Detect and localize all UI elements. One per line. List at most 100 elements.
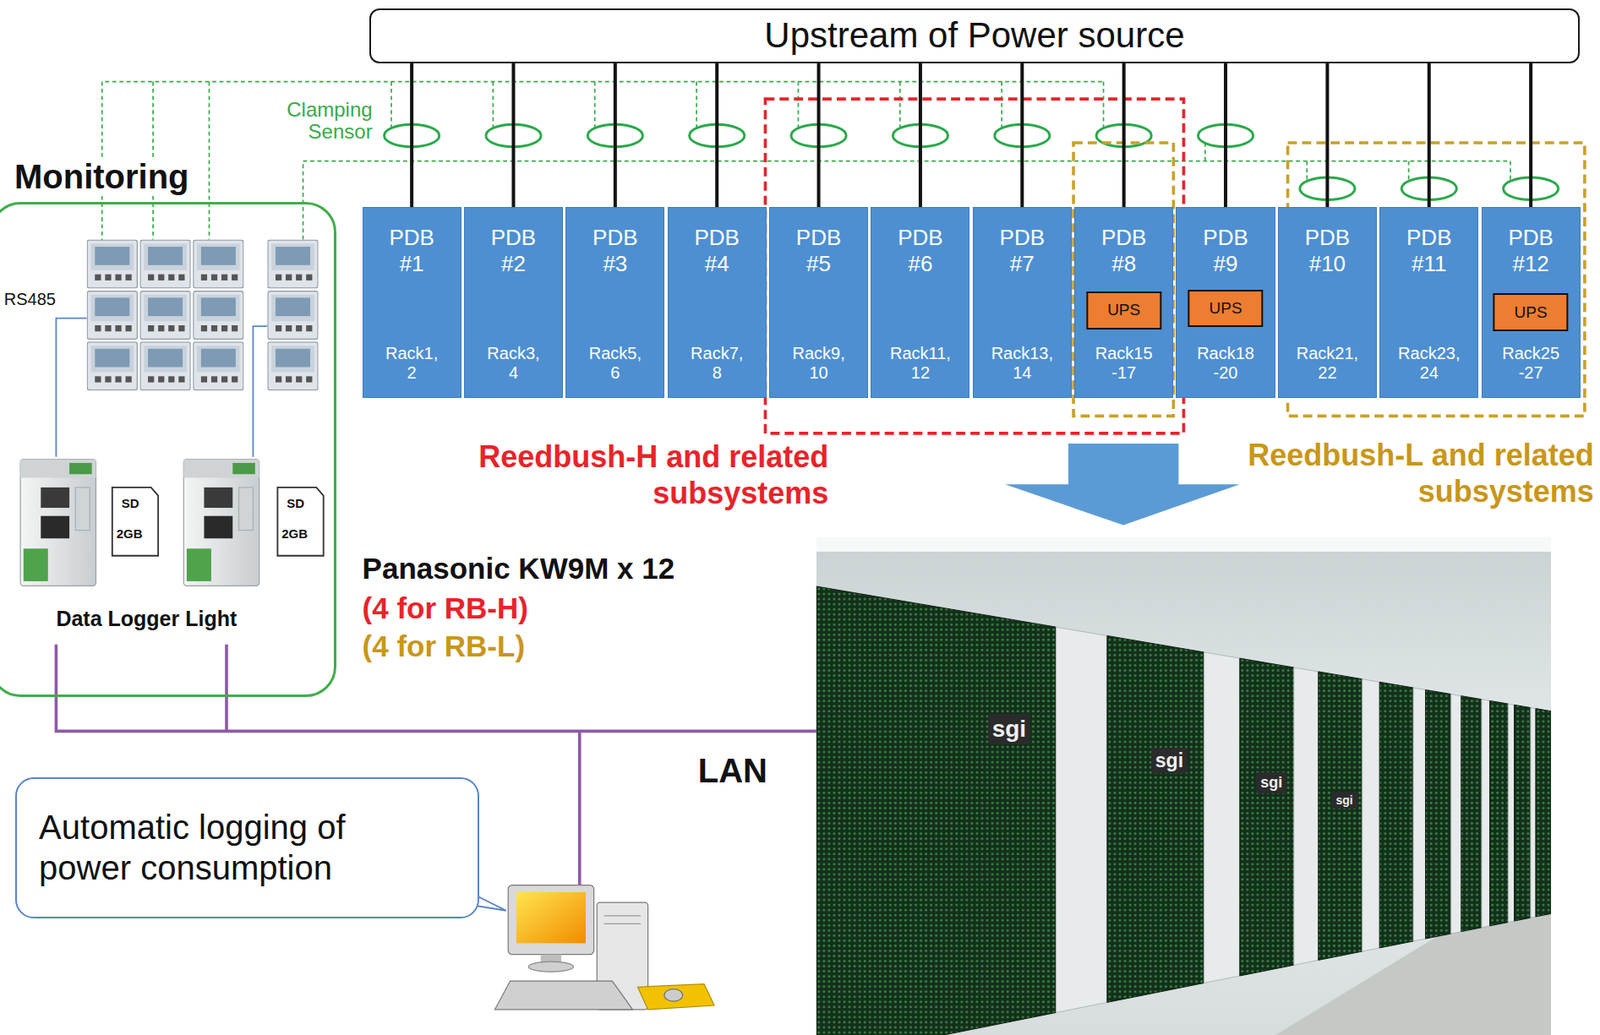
pdb-box: PDB #8Rack15 -17UPS — [1074, 207, 1174, 399]
power-meter-icon — [193, 342, 244, 391]
label-holder: (4 for RB-H) — [362, 591, 529, 626]
label-holder: Reedbush-H and related subsystems — [456, 438, 829, 512]
power-meter-icon — [267, 342, 318, 391]
computer-keyboard — [495, 981, 634, 1011]
rack-label: Rack21, 22 — [1296, 344, 1359, 383]
ups-box: UPS — [1492, 293, 1568, 332]
pdb-box: PDB #4 Rack7, 8 — [667, 207, 767, 399]
rack-label: Rack3, 4 — [486, 344, 540, 383]
rack-divider — [1530, 708, 1536, 919]
power-meter-icon — [267, 240, 318, 289]
pdb-label: PDB #9 — [1202, 224, 1248, 278]
rack-label: Rack11, 12 — [890, 344, 951, 383]
power-feed-line — [409, 63, 414, 208]
power-feed-line — [1122, 63, 1126, 208]
region-label: Reedbush-L and related subsystems — [1222, 436, 1595, 510]
rack-logo: sgi — [1331, 791, 1357, 809]
region-label: Reedbush-H and related subsystems — [456, 438, 829, 512]
rb-h-region — [764, 98, 1184, 434]
ups-label: UPS — [1514, 303, 1548, 323]
label-holder: sgi — [988, 714, 1031, 745]
rack-divider — [1204, 652, 1240, 984]
label-holder: (4 for RB-L) — [362, 629, 525, 664]
rack-row — [816, 586, 1551, 1035]
label-holder: 2GB — [116, 526, 143, 542]
power-feed-line — [817, 63, 821, 208]
rack-label: Rack15 -17 — [1095, 344, 1153, 383]
rack-label: Rack9, 10 — [791, 344, 845, 383]
photo-ceiling-light — [816, 537, 1551, 552]
device-count-note: (4 for RB-L) — [362, 629, 525, 664]
power-meter-icon — [87, 240, 318, 390]
rack-label: Rack23, 24 — [1397, 344, 1460, 383]
sensor-label: Clamping Sensor — [267, 98, 372, 144]
sd-card-text: SD — [286, 496, 305, 511]
power-feed-line — [1529, 63, 1533, 208]
device-count-label: Panasonic KW9M x 12 — [362, 551, 676, 586]
ups-box: UPS — [1086, 291, 1162, 330]
ups-label: UPS — [1208, 299, 1242, 318]
pdb-label: PDB #2 — [491, 224, 536, 278]
power-feed-line — [715, 63, 719, 208]
rack-divider — [1413, 688, 1426, 942]
power-meter-icon — [193, 240, 244, 289]
rack-mesh-panel — [1379, 682, 1414, 949]
rack-mesh-panel — [1318, 671, 1363, 962]
pdb-box: PDB #7 Rack13, 14 — [972, 207, 1072, 399]
power-meter-icon — [140, 291, 191, 340]
pdb-box: PDB #6Rack11, 12 — [870, 207, 970, 399]
rack-mesh-panel — [1239, 658, 1295, 977]
power-meter-icon — [140, 342, 191, 391]
computer-tower — [604, 915, 641, 917]
pdb-label: PDB #4 — [693, 224, 739, 278]
data-logger-icon — [20, 459, 96, 587]
device-count-note: (4 for RB-H) — [362, 591, 529, 626]
power-feed-line — [613, 63, 618, 208]
rack-divider — [1507, 704, 1514, 923]
data-logger-icon — [183, 459, 259, 587]
rack-logo: sgi — [1151, 748, 1188, 774]
clamping-sensor — [384, 124, 1559, 200]
computer-monitor — [507, 885, 594, 956]
rack-mesh-panel — [1461, 696, 1482, 933]
rack-mesh-panel — [1490, 700, 1509, 926]
down-arrow — [1004, 443, 1240, 526]
callout-bubble: Automatic logging of power consumption — [15, 777, 480, 919]
network-label: LAN — [698, 751, 768, 791]
power-source-box: Upstream of Power source — [369, 8, 1580, 64]
mouse-pad — [638, 984, 716, 1011]
rack-mesh-panel — [816, 586, 1057, 1035]
power-meter-icon — [140, 240, 191, 289]
ups-label: UPS — [1107, 300, 1141, 320]
rack-mesh-panel — [1514, 704, 1531, 922]
computer-tower — [604, 923, 641, 925]
power-feed-line — [918, 63, 923, 208]
computer-screen — [516, 892, 586, 944]
label-holder: Clamping Sensor — [267, 98, 372, 144]
label-holder: RS485 — [4, 289, 56, 310]
pdb-box: PDB #12Rack25 -27UPS — [1481, 207, 1581, 399]
rs485-wire — [55, 318, 268, 458]
rack-label: Rack7, 8 — [690, 344, 743, 383]
label-holder: sgi — [1151, 748, 1188, 774]
power-meter-icon — [267, 291, 318, 340]
power-feed-lines — [411, 63, 1531, 208]
pdb-label: PDB #7 — [999, 224, 1045, 278]
device-caption: Data Logger Light — [55, 606, 237, 632]
rack-label: Rack13, 14 — [991, 344, 1054, 383]
rack-divider — [1294, 667, 1319, 966]
pdb-label: PDB #5 — [796, 224, 841, 278]
ups-box: UPS — [1187, 289, 1263, 328]
supercomputer-photo — [816, 537, 1551, 1035]
label-holder: Data Logger Light — [55, 606, 237, 632]
label-holder: SD — [121, 496, 140, 512]
label-holder: Reedbush-L and related subsystems — [1222, 436, 1595, 510]
power-feed-line — [1325, 63, 1329, 208]
power-meter-icon — [87, 291, 137, 340]
computer-monitor — [528, 961, 574, 973]
pdb-label: PDB #3 — [592, 224, 638, 278]
sd-card-icon — [277, 487, 323, 557]
pdb-box: PDB #9Rack18 -20UPS — [1175, 207, 1275, 399]
sd-card-text: 2GB — [116, 526, 143, 541]
pdb-box: PDB #2 Rack3, 4 — [464, 207, 563, 399]
